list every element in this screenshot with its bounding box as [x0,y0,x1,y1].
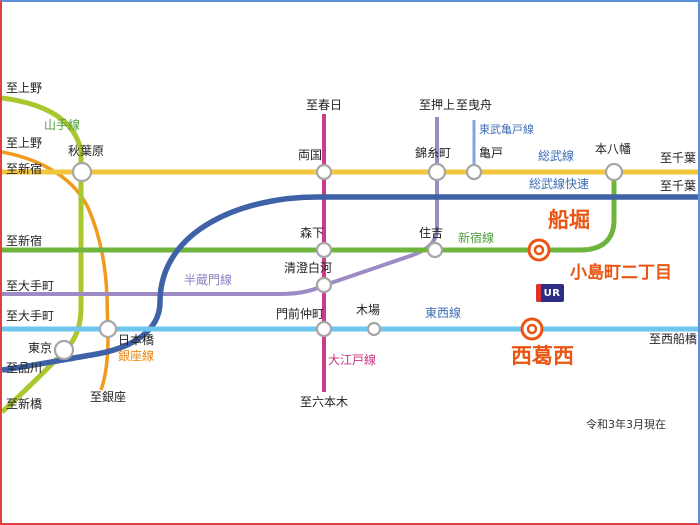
line-label-shinjuku: 新宿線 [458,231,495,245]
station-circle-nihombashi [98,319,118,339]
edge-label-to-nishifunabashi: 至西船橋 [649,332,698,346]
station-circle-akihabara [71,161,93,183]
edge-label-to-kasuga: 至春日 [306,98,343,112]
edge-label-to-shimbashi: 至新橋 [6,397,43,411]
line-label-oedo: 大江戸線 [328,353,377,367]
edge-label-to-otemachi-2: 至大手町 [6,309,55,323]
edge-label-to-ginza: 至銀座 [90,390,127,404]
edge-label-to-shinagawa: 至品川 [6,361,43,375]
station-label-kinshicho: 錦糸町 [415,146,452,160]
edge-label-to-ueno-2: 至上野 [6,136,43,150]
ur-logo-stripe [536,284,541,302]
station-circle-kiba [366,321,382,337]
line-label-sobu-rapid: 総武線快速 [529,177,590,191]
station-label-motoyawata: 本八幡 [595,142,632,156]
station-circle-kinshicho [427,162,447,182]
edge-label-to-hikifune: 至曳舟 [456,98,493,112]
station-circle-ryogoku [315,163,333,181]
ur-logo-text: UR [543,287,561,299]
line-label-tozai: 東西線 [425,306,462,320]
date-note: 令和3年3月現在 [586,418,666,431]
edge-label-to-roppongi: 至六本木 [300,395,349,409]
station-label-nihombashi: 日本橋 [118,333,155,347]
line-hanzomon [2,117,439,296]
station-circle-sumiyoshi [426,241,444,259]
station-label-monzennakacho: 門前仲町 [276,307,325,321]
line-label-yamanote: 山手線 [44,118,81,132]
station-circle-nishikasai-inner [526,323,538,335]
station-label-tokyo: 東京 [28,341,53,355]
edge-label-to-shinjuku-2: 至新宿 [6,234,43,248]
line-label-hanzomon: 半蔵門線 [184,273,233,287]
station-circle-kiyosumishirakawa [315,276,333,294]
edge-label-to-chiba-1: 至千葉 [660,151,697,165]
line-label-sobu: 総武線 [538,149,575,163]
highlight-label-nishikasai: 西葛西 [511,344,574,368]
station-circle-monzennakacho [315,320,333,338]
highlight-label-kojimacho-2chome: 小島町二丁目 [570,263,672,283]
station-circle-funabori-inner [533,244,545,256]
station-label-ryogoku: 両国 [298,148,323,162]
station-circle-morishita [315,241,333,259]
edge-label-to-otemachi-1: 至大手町 [6,279,55,293]
ur-logo-badge: UR [536,284,564,302]
edge-label-to-shinjuku-1: 至新宿 [6,162,43,176]
line-label-tobu-kameido: 東武亀戸線 [479,123,534,136]
station-label-kiba: 木場 [356,303,381,317]
station-label-sumiyoshi: 住吉 [419,226,444,240]
edge-label-to-chiba-2: 至千葉 [660,179,697,193]
edge-label-to-ueno-1: 至上野 [6,81,43,95]
station-label-kiyosumishirakawa: 清澄白河 [284,261,333,275]
station-circle-motoyawata [604,162,624,182]
station-circle-tokyo [53,339,75,361]
station-label-kameido: 亀戸 [479,146,504,160]
highlight-label-funabori: 船堀 [548,208,590,232]
edge-label-to-oshiage: 至押上 [419,98,456,112]
line-shinjuku [2,178,617,253]
line-label-ginza: 銀座線 [118,349,155,363]
station-label-morishita: 森下 [300,226,325,240]
line-sobu-rapid [2,194,698,373]
station-circle-kameido [465,163,483,181]
station-label-akihabara: 秋葉原 [68,144,105,158]
